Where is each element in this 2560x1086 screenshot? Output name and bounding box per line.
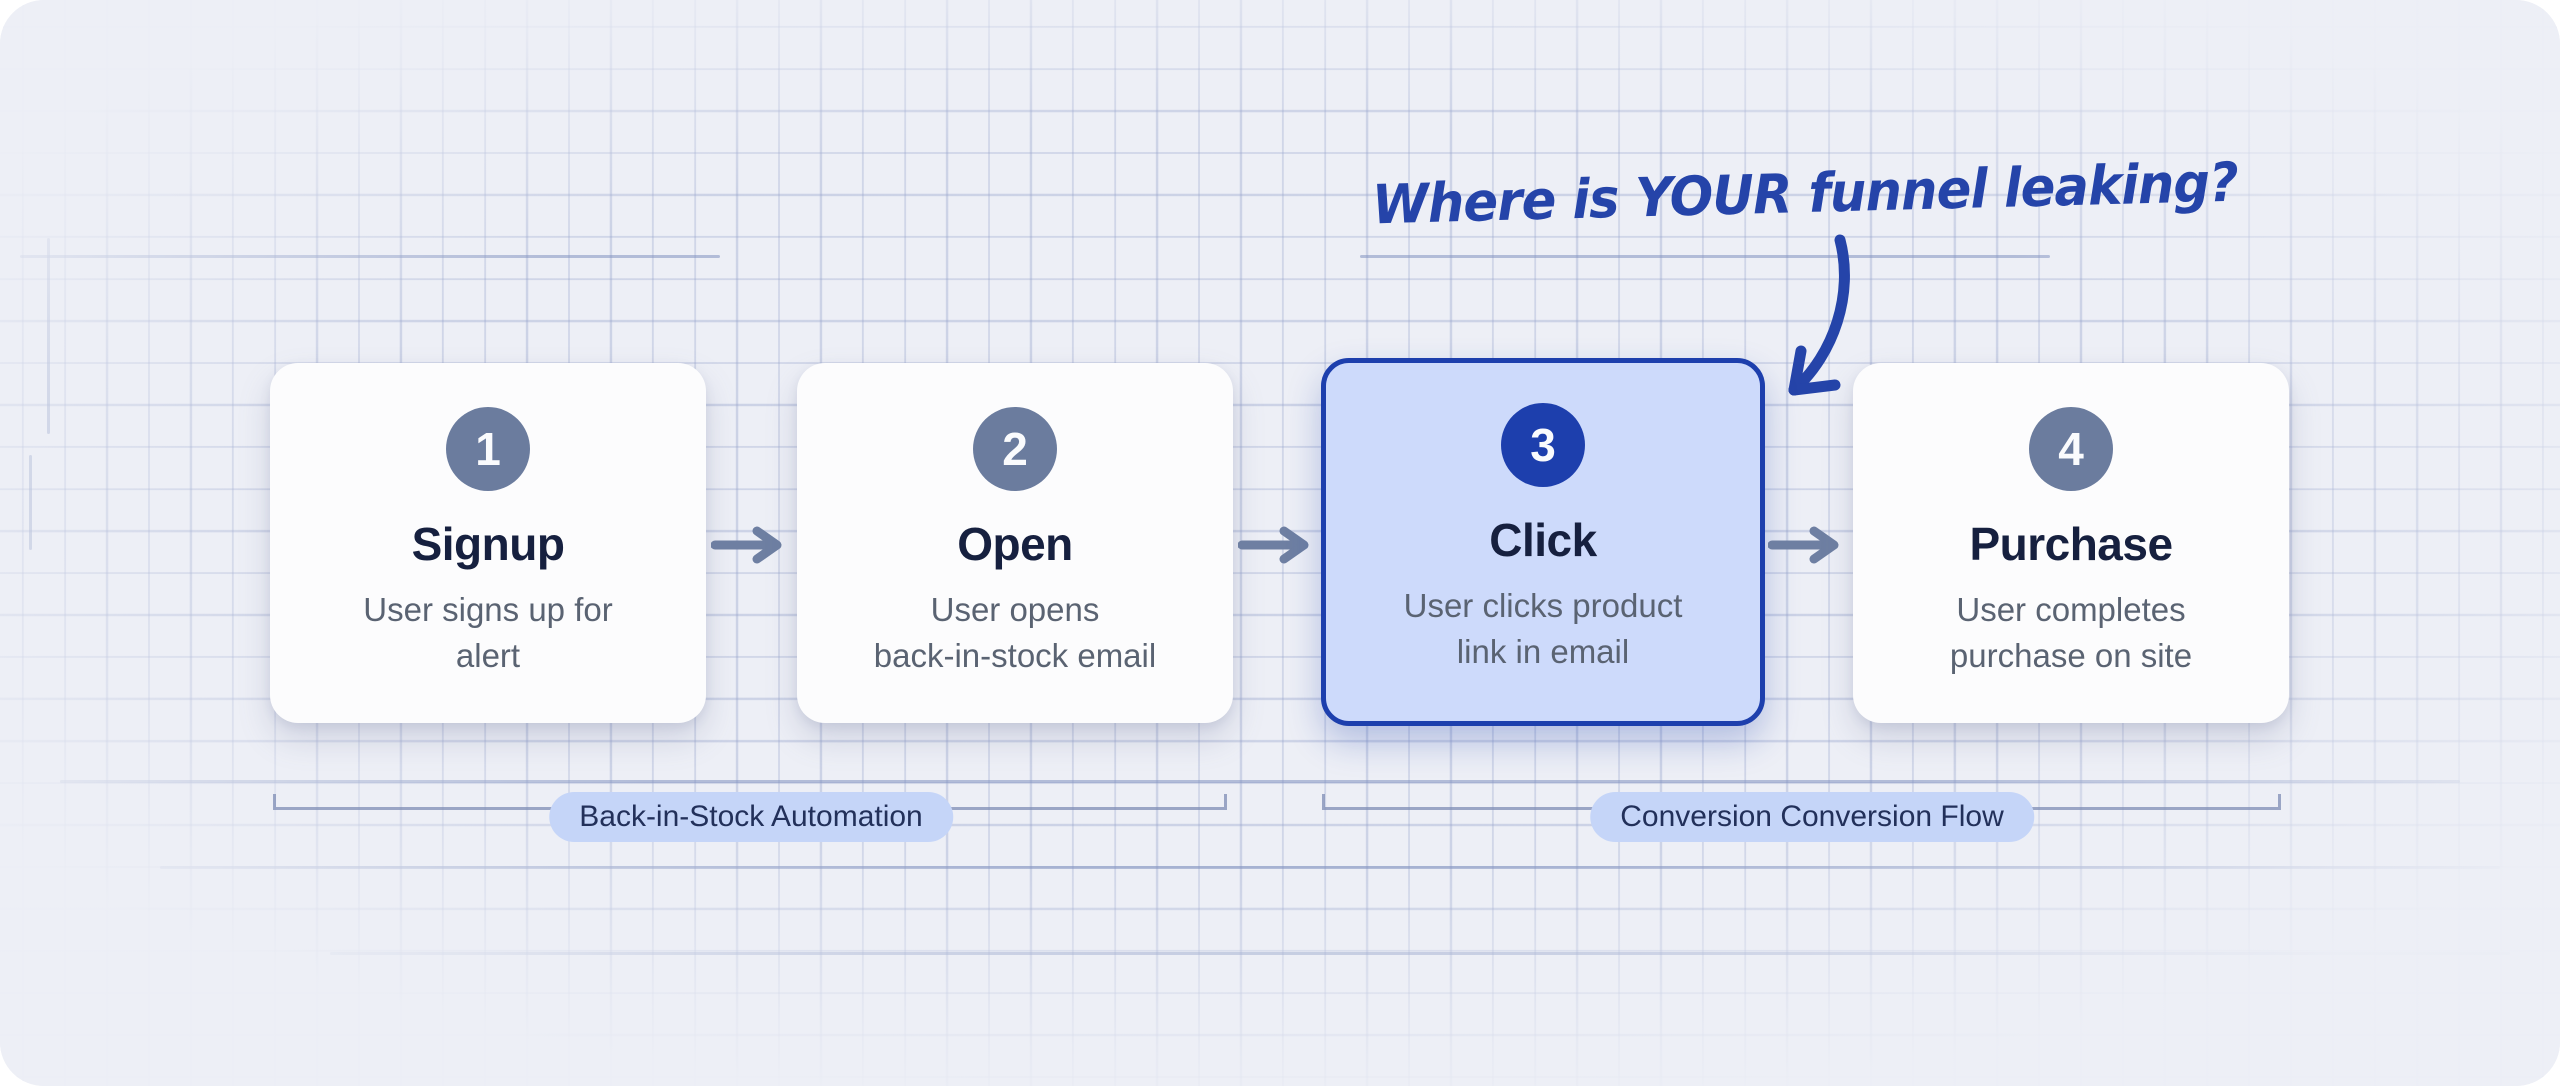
step-card-open: 2 Open User opens back-in-stock email [797,363,1233,723]
step-description: User completes purchase on site [1949,591,2193,674]
grid-accent-line [29,455,32,550]
step-title: Signup [411,518,565,570]
flow-arrow-icon [711,526,782,564]
step-title: Click [1489,514,1597,566]
group-label-conversion: Conversion Conversion Flow [1590,792,2034,842]
step-description: User clicks product link in email [1403,587,1683,670]
step-card-purchase: 4 Purchase User completes purchase on si… [1853,363,2289,723]
step-description: User signs up for alert [363,591,613,674]
step-title: Open [957,518,1073,570]
step-title: Purchase [1969,518,2173,570]
grid-accent-line [160,866,2500,869]
step-description: User opens back-in-stock email [873,591,1157,674]
grid-accent-line [20,255,720,258]
group-label-automation: Back-in-Stock Automation [549,792,953,842]
grid-accent-line [330,952,2510,955]
curved-arrow-icon [1788,234,1850,396]
step-card-signup: 1 Signup User signs up for alert [270,363,706,723]
grid-accent-line [47,238,50,434]
step-number-badge: 1 [446,407,530,491]
step-card-click: 3 Click User clicks product link in emai… [1321,358,1765,726]
step-number-badge: 4 [2029,407,2113,491]
flow-arrow-icon [1238,526,1309,564]
step-number-badge: 2 [973,407,1057,491]
grid-accent-line [1360,255,2050,258]
flow-arrow-icon [1768,526,1839,564]
grid-accent-line [60,780,2460,783]
step-number-badge: 3 [1501,403,1585,487]
